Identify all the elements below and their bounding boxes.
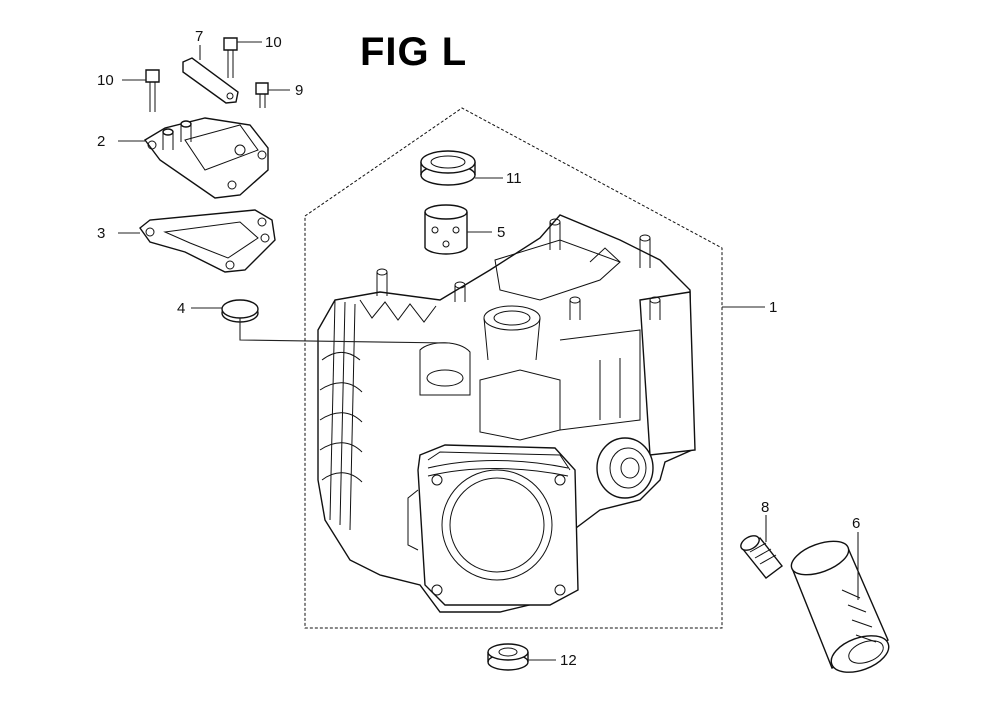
- callout-8: 8: [761, 499, 769, 516]
- callout-7: 7: [195, 28, 203, 45]
- callout-11: 11: [506, 170, 522, 187]
- callout-1: 1: [769, 299, 777, 316]
- part-7-plate[interactable]: [182, 57, 239, 104]
- callout-10-left: 10: [97, 72, 114, 89]
- callout-6: 6: [852, 515, 860, 532]
- callout-3: 3: [97, 225, 105, 242]
- part-10-bolt-upper[interactable]: [223, 37, 238, 78]
- callout-5: 5: [497, 224, 505, 241]
- callout-12: 12: [560, 652, 577, 669]
- part-4-plug[interactable]: [221, 299, 259, 323]
- part-12-seal-ring[interactable]: [487, 643, 529, 671]
- figure-title: FIG L: [360, 30, 468, 74]
- part-11-oil-seal[interactable]: [420, 150, 476, 186]
- part-1-cylinder-barrel[interactable]: [317, 214, 696, 613]
- leader-lines: [118, 41, 859, 661]
- callout-9: 9: [295, 82, 303, 99]
- part-3-gasket[interactable]: [139, 209, 276, 273]
- callout-4: 4: [177, 300, 185, 317]
- part-2-breather-cover[interactable]: [143, 117, 269, 199]
- callout-10-upper: 10: [265, 34, 282, 51]
- part-8-pipe-nipple[interactable]: [738, 533, 783, 579]
- cylinder-bore: [407, 444, 579, 606]
- assembly-boundary: [304, 107, 723, 629]
- part-9-bolt[interactable]: [255, 82, 269, 108]
- part-10-bolt-left[interactable]: [145, 69, 160, 112]
- part-6-oil-filter[interactable]: [787, 535, 894, 680]
- part-5-bushing[interactable]: [424, 204, 468, 255]
- callout-2: 2: [97, 133, 105, 150]
